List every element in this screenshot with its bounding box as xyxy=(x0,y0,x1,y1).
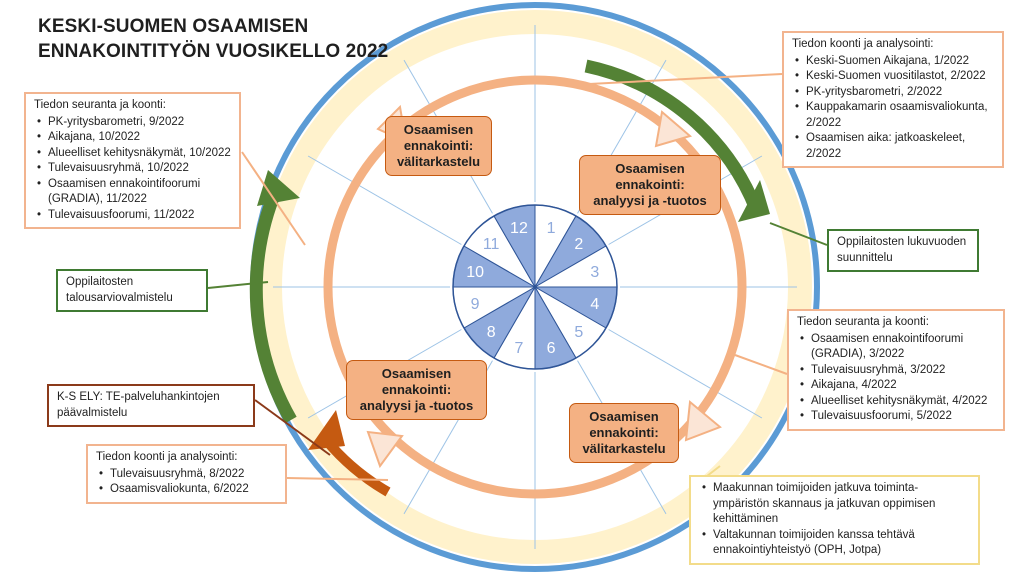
month-label-1: 1 xyxy=(547,220,556,237)
month-label-10: 10 xyxy=(466,264,484,281)
list-item: Tulevaisuusfoorumi, 5/2022 xyxy=(800,409,995,425)
list-item: PK-yritysbarometri, 9/2022 xyxy=(37,115,231,131)
list-item: Alueelliset kehitysnäkymät, 10/2022 xyxy=(37,146,231,162)
list-item: Tulevaisuusryhmä, 10/2022 xyxy=(37,161,231,177)
list-item: Osaamisen ennakointifoorumi (GRADIA), 3/… xyxy=(800,332,995,363)
list-item: Keski-Suomen vuositilastot, 2/2022 xyxy=(795,69,994,85)
list-item: Tulevaisuusryhmä, 8/2022 xyxy=(99,467,277,483)
month-label-12: 12 xyxy=(510,220,528,237)
brown-box-left: K-S ELY: TE-palveluhankintojen päävalmis… xyxy=(47,384,255,427)
month-label-11: 11 xyxy=(483,236,500,253)
list-item: Kauppakamarin osaamisvaliokunta, 2/2022 xyxy=(795,100,994,131)
list-item: Osaamisen aika: jatkoaskeleet, 2/2022 xyxy=(795,131,994,162)
info-box-header: Tiedon koonti ja analysointi: xyxy=(96,451,238,463)
list-item: Valtakunnan toimijoiden kanssa tehtävä e… xyxy=(702,528,970,559)
info-box-header: Tiedon koonti ja analysointi: xyxy=(792,38,934,50)
month-label-3: 3 xyxy=(590,264,599,281)
cycle-arrow-bottom-right xyxy=(684,400,722,442)
connector-lines xyxy=(241,73,788,481)
list-item: Aikajana, 10/2022 xyxy=(37,130,231,146)
info-box-top-left: Tiedon seuranta ja koonti: PK-yritysbaro… xyxy=(24,92,241,229)
month-label-9: 9 xyxy=(471,296,480,313)
phase-label: välitarkastelu xyxy=(396,154,481,169)
info-box-right-middle: Tiedon seuranta ja koonti: Osaamisen enn… xyxy=(787,309,1005,431)
title-line-2: ENNAKOINTITYÖN VUOSIKELLO 2022 xyxy=(38,41,389,62)
brown-box-text: K-S ELY: TE-palveluhankintojen päävalmis… xyxy=(57,391,220,419)
radial-line xyxy=(307,155,462,245)
phase-label: Osaamisen xyxy=(381,366,452,381)
green-box-text: Oppilaitosten lukuvuoden suunnittelu xyxy=(837,236,967,264)
phase-label: ennakointi: xyxy=(589,425,659,440)
green-arrow-left-head xyxy=(257,170,300,206)
list-item: Maakunnan toimijoiden jatkuva toiminta-y… xyxy=(702,481,970,528)
list-item: Keski-Suomen Aikajana, 1/2022 xyxy=(795,54,994,70)
radial-line xyxy=(608,329,763,419)
list-item: Osaamisen ennakointifoorumi (GRADIA), 11… xyxy=(37,177,231,208)
green-arrow-left xyxy=(249,187,297,424)
info-box-bottom-left: Tiedon koonti ja analysointi: Tulevaisuu… xyxy=(86,444,287,504)
phase-label: analyysi ja -tuotos xyxy=(593,193,707,208)
title-line-1: KESKI-SUOMEN OSAAMISEN xyxy=(38,16,309,37)
cycle-arrow-top-right xyxy=(654,110,693,148)
phase-label: Osaamisen xyxy=(615,161,685,176)
phase-label: analyysi ja -tuotos xyxy=(359,398,474,413)
phase-label: Osaamisen xyxy=(403,122,474,137)
month-label-4: 4 xyxy=(590,296,599,313)
list-item: Aikajana, 4/2022 xyxy=(800,378,995,394)
list-item: PK-yritysbarometri, 2/2022 xyxy=(795,85,994,101)
info-box-bottom-right: Maakunnan toimijoiden jatkuva toiminta-y… xyxy=(689,475,980,565)
month-label-5: 5 xyxy=(574,324,583,341)
green-box-text: Oppilaitosten talousarviovalmistelu xyxy=(66,276,173,304)
orange-arrow-head xyxy=(308,410,345,450)
list-item: Tulevaisuusfoorumi, 11/2022 xyxy=(37,208,231,224)
phase-label: välitarkastelu xyxy=(582,441,666,456)
phase-label: ennakointi: xyxy=(381,382,452,397)
phase-label: ennakointi: xyxy=(403,138,474,153)
green-arrow-right-head xyxy=(738,180,770,222)
month-label-8: 8 xyxy=(487,324,496,341)
phase-label: Osaamisen xyxy=(589,409,659,424)
green-box-right: Oppilaitosten lukuvuoden suunnittelu xyxy=(827,229,979,272)
page-title: KESKI-SUOMEN OSAAMISEN ENNAKOINTITYÖN VU… xyxy=(38,14,388,64)
connector-lines-colored xyxy=(207,222,828,484)
green-box-left: Oppilaitosten talousarviovalmistelu xyxy=(56,269,208,312)
cycle-ring xyxy=(323,75,747,499)
month-label-7: 7 xyxy=(515,340,524,357)
inner-yellow-band xyxy=(258,10,812,564)
list-item: Tulevaisuusryhmä, 3/2022 xyxy=(800,363,995,379)
info-box-top-right: Tiedon koonti ja analysointi: Keski-Suom… xyxy=(782,31,1004,168)
phase-label: ennakointi: xyxy=(615,177,685,192)
list-item: Alueelliset kehitysnäkymät, 4/2022 xyxy=(800,394,995,410)
month-label-6: 6 xyxy=(547,340,556,357)
list-item: Osaamisvaliokunta, 6/2022 xyxy=(99,482,277,498)
info-box-header: Tiedon seuranta ja koonti: xyxy=(797,316,929,328)
green-arrow-right xyxy=(584,59,763,212)
month-label-2: 2 xyxy=(574,236,583,253)
month-wheel-border xyxy=(452,204,618,370)
info-box-header: Tiedon seuranta ja koonti: xyxy=(34,99,166,111)
cycle-arrow-bottom-left xyxy=(366,430,404,469)
